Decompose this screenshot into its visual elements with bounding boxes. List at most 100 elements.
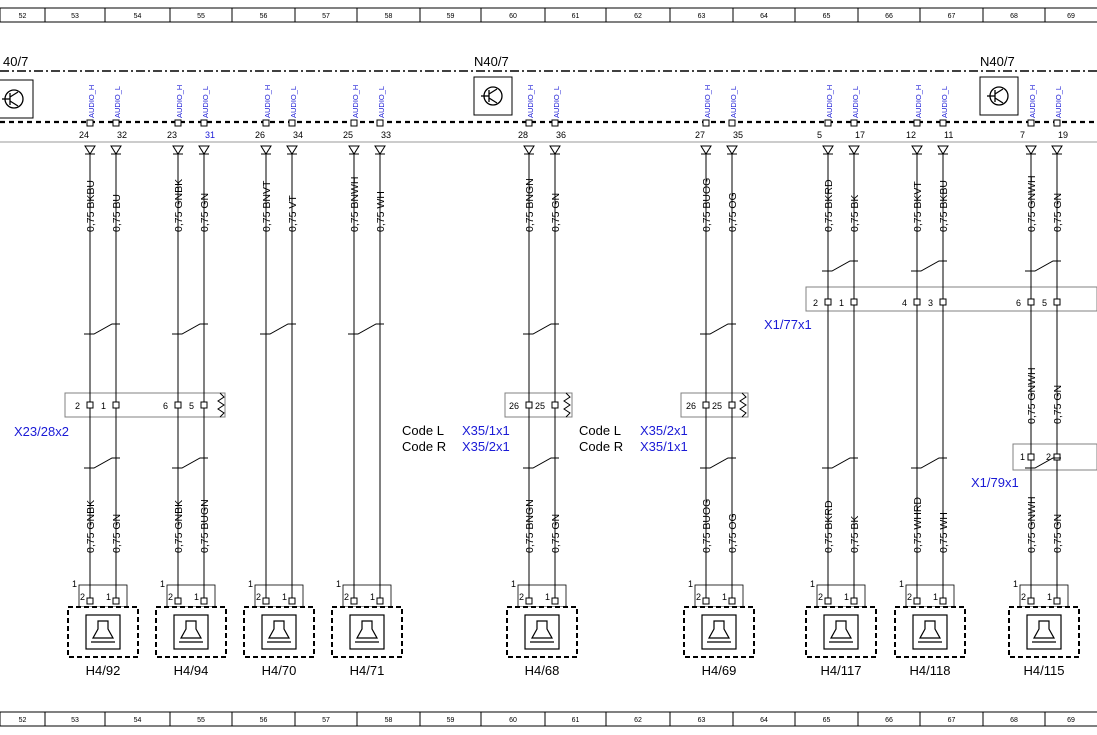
ruler-column-number: 53 — [71, 13, 79, 20]
twisted-pair-mark — [822, 457, 858, 469]
speaker-cone-icon — [179, 620, 203, 639]
signal-label-audio-h[interactable]: AUDIO_H — [351, 85, 360, 118]
ruler-column-number: 69 — [1067, 717, 1075, 724]
speaker-pin-number: 1 — [933, 592, 938, 602]
connector-pin-number: 4 — [902, 298, 907, 308]
speaker-label[interactable]: H4/70 — [262, 663, 297, 678]
pin-square — [1053, 119, 1061, 127]
signal-label-audio-h[interactable]: AUDIO_H — [263, 85, 272, 118]
wire-color-label: 0,75 BUOG — [701, 178, 713, 232]
signal-label-audio-l[interactable]: AUDIO_L — [201, 86, 210, 118]
module-pin-number: 36 — [556, 130, 566, 140]
speaker-label[interactable]: H4/68 — [525, 663, 560, 678]
speaker-pin-square — [939, 597, 947, 605]
speaker-component[interactable]: 1H4/118 — [894, 579, 966, 678]
wire-color-label: 0,75 GN — [111, 514, 123, 553]
signal-label-audio-l[interactable]: AUDIO_L — [851, 86, 860, 118]
speaker-component[interactable]: 1H4/69 — [683, 579, 755, 678]
speaker-component[interactable]: 1H4/70 — [243, 579, 315, 678]
speaker-label[interactable]: H4/94 — [174, 663, 209, 678]
speaker-label[interactable]: H4/115 — [1024, 663, 1065, 678]
speaker-pin-one-marker: 1 — [688, 579, 693, 589]
signal-label-audio-l[interactable]: AUDIO_L — [940, 86, 949, 118]
speaker-component[interactable]: 1H4/115 — [1008, 579, 1080, 678]
speaker-label[interactable]: H4/118 — [910, 663, 951, 678]
speaker-component[interactable]: 1H4/117 — [805, 579, 877, 678]
pin-square — [350, 119, 358, 127]
speaker-label[interactable]: H4/69 — [702, 663, 737, 678]
ruler-column-number: 60 — [509, 13, 517, 20]
code-l-ref-link[interactable]: X35/1x1 — [462, 423, 510, 438]
signal-label-audio-h[interactable]: AUDIO_H — [87, 85, 96, 118]
transistor-icon — [473, 76, 513, 116]
speaker-label[interactable]: H4/92 — [86, 663, 121, 678]
pin-square — [525, 119, 533, 127]
twisted-pair-mark — [172, 323, 208, 335]
wire-color-label: 0,75 OG — [727, 513, 739, 553]
ruler-column-number: 63 — [698, 717, 706, 724]
speaker-pin-number: 1 — [722, 592, 727, 602]
speaker-pin-number: 2 — [344, 592, 349, 602]
connector-pin-number: 3 — [928, 298, 933, 308]
speaker-cone-icon — [707, 620, 731, 639]
connector-pin-square — [824, 298, 832, 306]
transistor-icon — [979, 76, 1019, 116]
code-r-ref-link[interactable]: X35/1x1 — [640, 439, 688, 454]
signal-label-audio-l[interactable]: AUDIO_L — [552, 86, 561, 118]
ruler-column-number: 58 — [385, 717, 393, 724]
code-r-ref-link[interactable]: X35/2x1 — [462, 439, 510, 454]
twisted-pair-mark — [172, 457, 208, 469]
speaker-pin-square — [112, 597, 120, 605]
connector-pin-square — [850, 298, 858, 306]
pin-square — [112, 119, 120, 127]
connector-pin-number: 1 — [101, 401, 106, 411]
speaker-pin-square — [728, 597, 736, 605]
wire-color-label: 0,75 GNBK — [173, 500, 185, 553]
speaker-component[interactable]: 1H4/71 — [331, 579, 403, 678]
speaker-cone-icon — [1032, 620, 1056, 639]
code-l-ref-link[interactable]: X35/2x1 — [640, 423, 688, 438]
speaker-cone-icon — [918, 620, 942, 639]
speaker-component[interactable]: 1H4/92 — [67, 579, 139, 678]
speaker-component[interactable]: 1H4/68 — [506, 579, 578, 678]
module-pin-number: 11 — [944, 130, 953, 140]
signal-label-audio-l[interactable]: AUDIO_L — [1054, 86, 1063, 118]
pin-square — [200, 119, 208, 127]
wire-color-label: 0,75 BKRD — [823, 500, 835, 553]
signal-label-audio-l[interactable]: AUDIO_L — [113, 86, 122, 118]
speaker-icon — [85, 614, 121, 650]
signal-label-audio-h[interactable]: AUDIO_H — [1028, 85, 1037, 118]
signal-label-audio-h[interactable]: AUDIO_H — [914, 85, 923, 118]
module-pin-number: 7 — [1020, 130, 1025, 140]
signal-label-audio-h[interactable]: AUDIO_H — [703, 85, 712, 118]
ruler-column-number: 61 — [572, 717, 580, 724]
connector-label-x23[interactable]: X23/28x2 — [14, 424, 69, 439]
signal-label-audio-h[interactable]: AUDIO_H — [175, 85, 184, 118]
module-pin-number: 24 — [79, 130, 89, 140]
arrow-down-icon — [260, 145, 272, 155]
connector-label-x1-77[interactable]: X1/77x1 — [764, 317, 812, 332]
signal-label-audio-h[interactable]: AUDIO_H — [825, 85, 834, 118]
speaker-label[interactable]: H4/117 — [821, 663, 862, 678]
speaker-component[interactable]: 1H4/94 — [155, 579, 227, 678]
pin-square — [702, 119, 710, 127]
pin-square — [174, 119, 182, 127]
connector-x35-center-block — [504, 392, 573, 418]
signal-label-audio-l[interactable]: AUDIO_L — [729, 86, 738, 118]
signal-label-audio-l[interactable]: AUDIO_L — [377, 86, 386, 118]
speaker-pin-square — [551, 597, 559, 605]
arrow-down-icon — [348, 145, 360, 155]
speaker-connector-outline — [78, 584, 128, 608]
connector-label-x1-79[interactable]: X1/79x1 — [971, 475, 1019, 490]
speaker-icon — [1026, 614, 1062, 650]
signal-label-audio-h[interactable]: AUDIO_H — [526, 85, 535, 118]
signal-label-audio-l[interactable]: AUDIO_L — [289, 86, 298, 118]
arrow-down-icon — [523, 145, 535, 155]
speaker-label[interactable]: H4/71 — [350, 663, 385, 678]
connector-pin-square — [1027, 298, 1035, 306]
speaker-pin-number: 1 — [1047, 592, 1052, 602]
speaker-pin-number: 2 — [168, 592, 173, 602]
speaker-pin-square — [262, 597, 270, 605]
